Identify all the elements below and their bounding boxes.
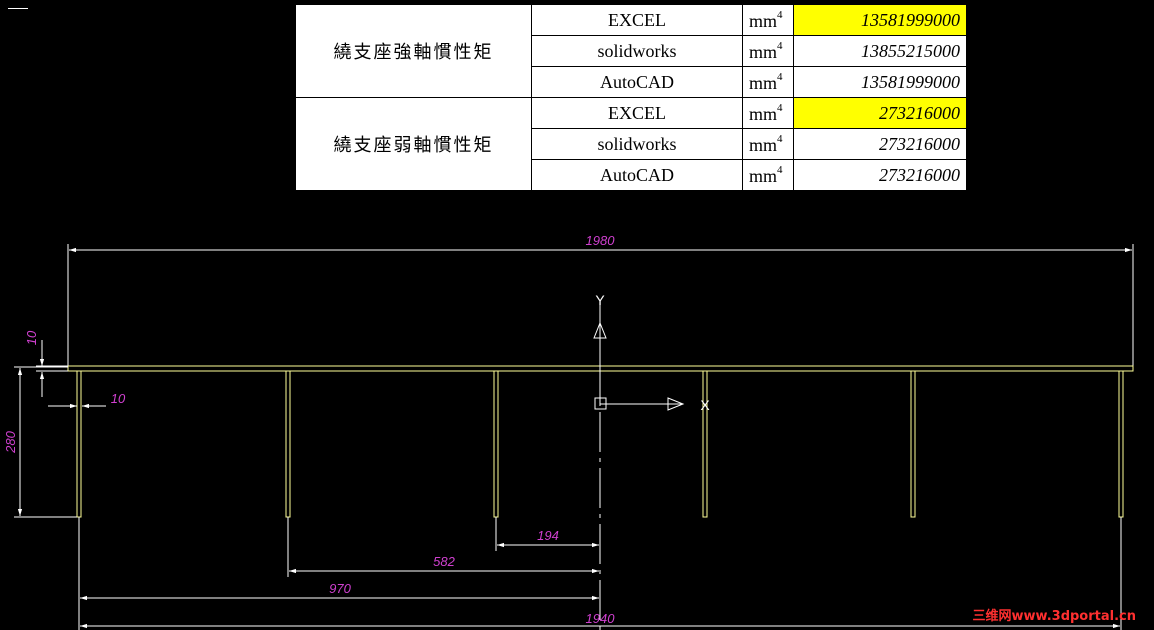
ucs-x-arrowhead: [667, 397, 685, 411]
value-cell: 13581999000: [793, 66, 967, 98]
unit-cell: mm4: [742, 97, 794, 129]
value-cell: 273216000: [793, 128, 967, 160]
strong-axis-label: 繞支座強軸慣性矩: [295, 4, 532, 98]
table-row: solidworks mm4 13855215000: [296, 35, 967, 67]
ucs-y-arrowhead: [593, 321, 607, 339]
unit-text: mm: [749, 72, 778, 93]
y-axis-label: Y: [595, 292, 605, 308]
dim-text-582: 582: [433, 554, 455, 569]
unit-exponent: 4: [777, 70, 783, 83]
unit-cell: mm4: [742, 128, 794, 160]
source-cell: solidworks: [531, 35, 743, 67]
dim-text-194: 194: [537, 528, 559, 543]
ucs-origin-box: [594, 397, 607, 410]
dim-text-leg-thickness: 10: [111, 391, 126, 406]
dim-text-overall-top: 1980: [586, 233, 616, 248]
dim-text-overall-bottom: 1940: [586, 611, 616, 626]
site-watermark: 三维网www.3dportal.cn: [972, 609, 1136, 624]
dim-text-970: 970: [329, 581, 351, 596]
value-cell: 273216000: [793, 97, 967, 129]
leg-2: [285, 370, 291, 518]
unit-cell: mm4: [742, 4, 794, 36]
unit-text: mm: [749, 41, 778, 62]
bottom-extension-lines: [78, 517, 1122, 630]
table-row: solidworks mm4 273216000: [296, 128, 967, 160]
leg-1: [76, 370, 82, 518]
table-row: 繞支座弱軸慣性矩 EXCEL mm4 273216000: [295, 97, 967, 191]
ucs-icon[interactable]: [593, 321, 685, 411]
unit-exponent: 4: [777, 8, 783, 21]
dim-text-plate-thickness: 10: [24, 330, 39, 345]
dim-text-leg-height: 280: [3, 430, 18, 453]
weak-axis-label: 繞支座弱軸慣性矩: [295, 97, 532, 191]
unit-cell: mm4: [742, 66, 794, 98]
unit-exponent: 4: [777, 101, 783, 114]
x-axis-label: X: [700, 397, 710, 413]
leg-3: [493, 370, 499, 518]
dimension-leg-height[interactable]: [14, 366, 77, 518]
moment-of-inertia-table[interactable]: 繞支座強軸慣性矩 EXCEL mm4 13581999000 solidwork…: [295, 4, 967, 191]
value-cell: 13581999000: [793, 4, 967, 36]
source-cell: AutoCAD: [531, 66, 743, 98]
unit-exponent: 4: [777, 163, 783, 176]
table-row: 繞支座強軸慣性矩 EXCEL mm4 13581999000: [295, 4, 967, 98]
unit-text: mm: [749, 165, 778, 186]
corner-marker: [8, 8, 28, 9]
dimension-plate-thickness[interactable]: [36, 340, 68, 397]
source-cell: AutoCAD: [531, 159, 743, 191]
value-cell: 273216000: [793, 159, 967, 191]
dimension-overall-top[interactable]: [67, 244, 1134, 366]
leg-4: [702, 370, 708, 518]
unit-text: mm: [749, 103, 778, 124]
table-row: AutoCAD mm4 273216000: [296, 159, 967, 191]
value-cell: 13855215000: [793, 35, 967, 67]
leg-6: [1118, 370, 1124, 518]
unit-exponent: 4: [777, 39, 783, 52]
leg-5: [910, 370, 916, 518]
unit-exponent: 4: [777, 132, 783, 145]
unit-cell: mm4: [742, 35, 794, 67]
unit-text: mm: [749, 134, 778, 155]
source-cell: EXCEL: [531, 97, 743, 129]
unit-text: mm: [749, 10, 778, 31]
table-row: AutoCAD mm4 13581999000: [296, 66, 967, 98]
